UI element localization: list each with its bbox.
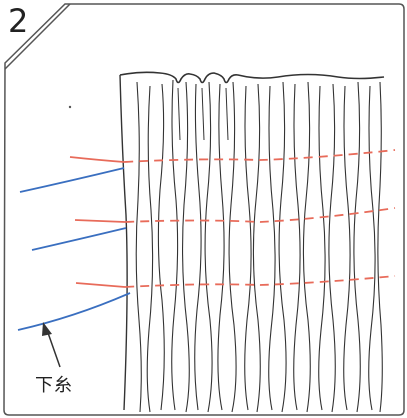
lower-thread-arrow: [42, 322, 61, 368]
upper-threads: [69, 149, 396, 288]
lower-thread-2: [31, 227, 127, 251]
fabric-left-edge: [119, 74, 128, 411]
step-number: 2: [8, 2, 29, 40]
upper-thread-3-lead: [75, 282, 126, 288]
stray-dot: [68, 105, 72, 109]
gather-folds: [135, 79, 383, 413]
upper-thread-2-stitch: [124, 207, 396, 223]
fabric-top-edge: [119, 71, 385, 84]
lower-thread-3: [17, 292, 131, 331]
upper-thread-1-stitch: [123, 149, 396, 163]
fold-marks: [177, 87, 229, 141]
frame-border: [3, 3, 405, 416]
upper-thread-1-lead: [69, 156, 125, 163]
frame-corner-line: [4, 3, 71, 70]
lower-thread-label: 下糸: [35, 375, 73, 396]
upper-thread-2-lead: [74, 219, 126, 223]
upper-thread-3-stitch: [124, 275, 396, 288]
lower-threads: [17, 167, 131, 331]
lower-thread-1: [19, 167, 125, 193]
